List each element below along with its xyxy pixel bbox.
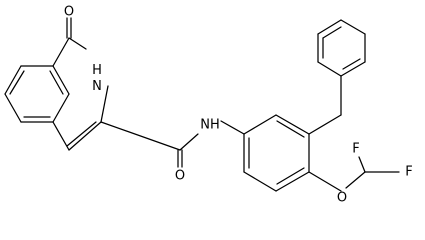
central-phenyl-ring — [243, 114, 310, 192]
difluoromethoxy-group — [308, 156, 400, 192]
atom-label-amide-oxygen: O — [175, 169, 185, 184]
benzyl-group — [308, 19, 366, 135]
carboxamide — [100, 120, 245, 168]
benzo-ring — [4, 65, 70, 123]
pyridinone-ring — [52, 17, 109, 151]
atom-label-fluorine-right: F — [405, 165, 412, 180]
atom-label-ether-oxygen: O — [337, 191, 347, 206]
atom-label-fluorine-top: F — [352, 142, 359, 157]
atom-label-amide-nh: NH — [200, 118, 220, 133]
atom-label-carbonyl-oxygen: O — [64, 5, 74, 20]
